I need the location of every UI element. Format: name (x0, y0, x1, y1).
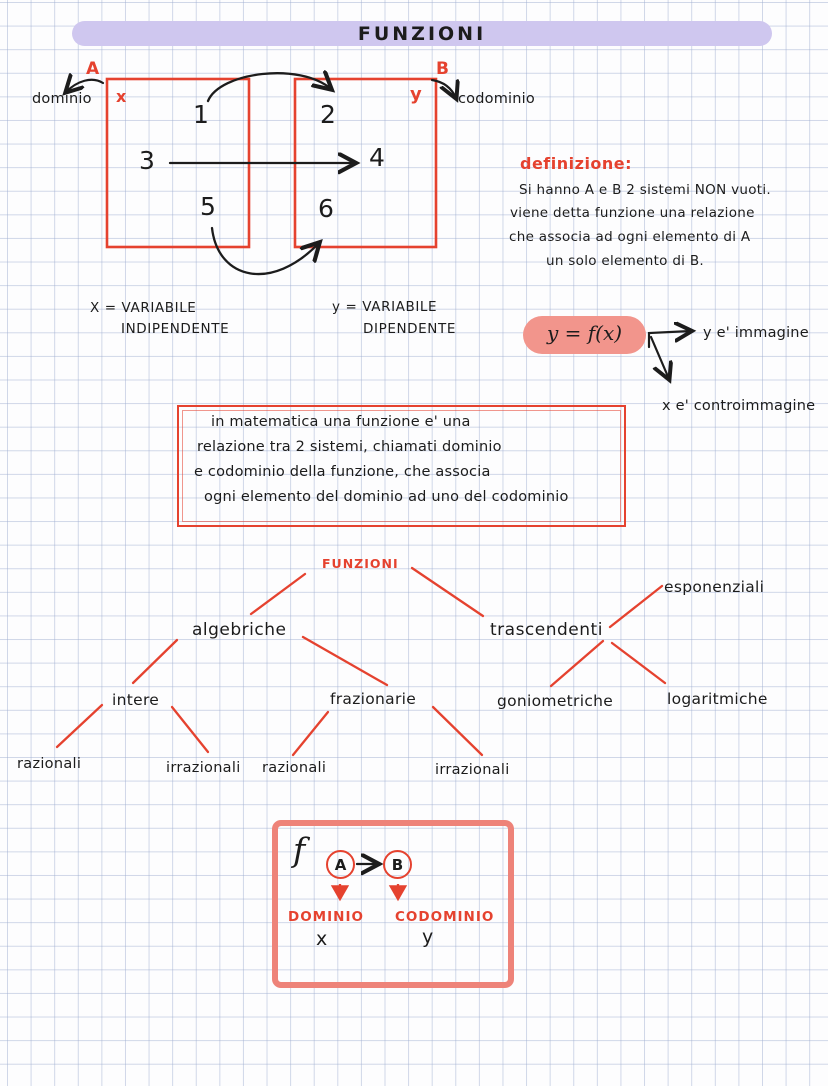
definition-heading: definizione: (520, 154, 633, 173)
branch-algebriche-frazionarie (301, 635, 389, 687)
branch-intere-irrazionali (170, 705, 210, 754)
tree-node-frazionarie: frazionarie (330, 690, 417, 708)
tree-leaf-intere-razionali: razionali (17, 756, 82, 772)
tree-leaf-frazionarie-irrazionali: irrazionali (435, 762, 510, 778)
immagine-label: y e' immagine (703, 325, 809, 341)
box-definition-line-4: ogni elemento del dominio ad uno del cod… (204, 489, 569, 505)
dominio-label: dominio (32, 91, 92, 107)
mapping-y-label: y (422, 926, 434, 948)
arrow-5-to-6 (210, 226, 319, 276)
arrow-1-to-2 (206, 73, 331, 103)
circled-a-label: A (334, 855, 347, 874)
branch-algebriche-intere (131, 638, 179, 685)
page-title: FUNZIONI (357, 23, 487, 45)
tree-node-logaritmiche: logaritmiche (667, 690, 768, 708)
element-3: 3 (139, 146, 155, 175)
element-2: 2 (320, 100, 336, 129)
tree-node-algebriche: algebriche (192, 620, 287, 640)
circled-a: A (326, 850, 355, 879)
mapping-x-label: x (316, 928, 328, 950)
y-variable-caption-line2: DIPENDENTE (363, 321, 456, 337)
tree-leaf-frazionarie-razionali: razionali (262, 760, 327, 776)
branch-frazionarie-irrazionali (431, 705, 484, 757)
definition-line-4: un solo elemento di B. (546, 253, 704, 269)
tree-root-funzioni: FUNZIONI (322, 556, 399, 571)
branch-trascendenti-logaritmiche (610, 641, 667, 685)
function-symbol-f: f (293, 830, 306, 869)
branch-root-algebriche (249, 572, 307, 616)
circled-b-label: B (391, 855, 404, 874)
definition-box-inner-border (182, 410, 621, 522)
tree-node-esponenziali: esponenziali (664, 578, 765, 596)
branch-frazionarie-razionali (291, 710, 330, 757)
dominio-caps-label: DOMINIO (288, 909, 364, 925)
title-highlight-bar (72, 21, 772, 46)
element-6: 6 (318, 194, 334, 223)
element-4: 4 (369, 143, 385, 172)
branch-trascendenti-esponenziali (608, 584, 664, 629)
codominio-label: codominio (458, 91, 535, 107)
branch-trascendenti-goniometriche (549, 639, 605, 688)
arrow-to-codominio (430, 78, 456, 98)
arrow-to-immagine (647, 331, 691, 349)
box-definition-line-3: e codominio della funzione, che associa (194, 464, 491, 480)
element-5: 5 (200, 192, 216, 221)
definition-line-2: viene detta funzione una relazione (510, 205, 755, 221)
set-a-rectangle (105, 77, 251, 249)
tree-node-intere: intere (112, 691, 160, 709)
tree-branches (55, 566, 667, 757)
arrow-to-controimmagine (649, 335, 669, 379)
branch-root-trascendenti (410, 566, 485, 618)
box-definition-line-2: relazione tra 2 sistemi, chiamati domini… (197, 439, 502, 455)
y-variable-caption-line1: y = VARIABILE (332, 299, 438, 315)
element-1: 1 (193, 100, 209, 129)
branch-intere-razionali (55, 703, 104, 749)
set-a-label: A (86, 59, 100, 79)
function-formula: y = f(x) (546, 321, 623, 345)
mapping-box (272, 820, 514, 988)
formula-highlight-pill (523, 316, 646, 354)
tree-leaf-intere-irrazionali: irrazionali (166, 760, 241, 776)
definition-line-1: Si hanno A e B 2 sistemi NON vuoti. (519, 182, 772, 198)
x-variable-caption-line1: X = VARIABILE (90, 300, 197, 316)
circled-b: B (383, 850, 412, 879)
definition-box (177, 405, 626, 527)
codominio-caps-label: CODOMINIO (395, 909, 495, 925)
x-variable-label: x (116, 87, 127, 106)
tree-node-goniometriche: goniometriche (497, 692, 614, 710)
y-variable-label: y (410, 84, 422, 105)
tree-node-trascendenti: trascendenti (490, 620, 603, 640)
box-definition-line-1: in matematica una funzione e' una (211, 414, 471, 430)
x-variable-caption-line2: INDIPENDENTE (121, 321, 230, 337)
controimmagine-label: x e' controimmagine (662, 398, 816, 414)
definition-line-3: che associa ad ogni elemento di A (509, 229, 751, 245)
set-b-label: B (436, 59, 449, 79)
